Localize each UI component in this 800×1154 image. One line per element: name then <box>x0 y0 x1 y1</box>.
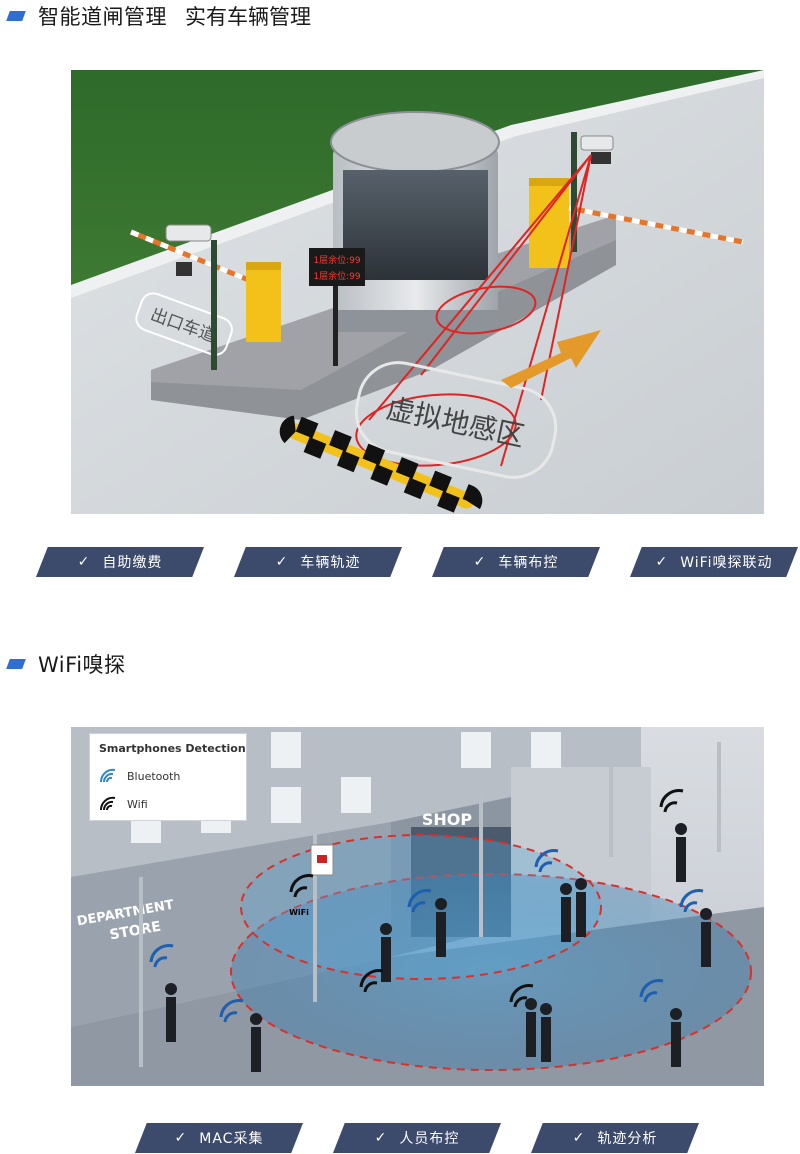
title-marker-icon <box>6 659 26 669</box>
led-line-1: 1层余位:99 <box>313 254 360 266</box>
road-edge <box>71 70 764 298</box>
tag-person-control[interactable]: ✓ 人员布控 <box>333 1123 501 1153</box>
tag-wifi-linkage[interactable]: ✓ WiFi嗅探联动 <box>630 547 798 577</box>
pedestrians <box>165 823 712 1072</box>
check-icon: ✓ <box>174 1130 188 1146</box>
tag-self-payment[interactable]: ✓ 自助缴费 <box>36 547 204 577</box>
shop-sign-text: SHOP <box>422 810 473 829</box>
right-camera-pole <box>571 132 614 252</box>
check-icon: ✓ <box>77 554 91 570</box>
wifi-sniffing-illustration: SHOP DEPARTMENT STORE WiFi <box>71 727 764 1086</box>
wifi-feature-tags: ✓ MAC采集 ✓ 人员布控 ✓ 轨迹分析 <box>0 1123 800 1153</box>
left-camera-pole <box>165 224 217 370</box>
section-title-wifi: WiFi嗅探 <box>0 648 126 680</box>
tag-label: WiFi嗅探联动 <box>680 555 773 571</box>
section-title-text: 智能道闸管理 <box>38 5 167 29</box>
tag-track-analysis[interactable]: ✓ 轨迹分析 <box>531 1123 699 1153</box>
parking-gate-svg: 出口车道 1层余位:99 1层余位:99 <box>71 70 764 514</box>
tag-label: 人员布控 <box>399 1131 460 1147</box>
tag-label: 自助缴费 <box>102 555 163 571</box>
check-icon: ✓ <box>473 554 487 570</box>
left-barrier-gate <box>130 229 281 342</box>
toll-booth <box>330 111 500 332</box>
outer-detection-zone <box>230 873 752 1071</box>
black-signal-icons <box>289 789 684 1008</box>
wifi-sensor-device: WiFi <box>289 844 334 917</box>
detection-cone <box>355 154 592 467</box>
led-display: 1层余位:99 1层余位:99 <box>309 248 365 366</box>
check-icon: ✓ <box>655 554 669 570</box>
led-line-2: 1层余位:99 <box>313 270 360 282</box>
inner-detection-zone <box>240 834 602 980</box>
tag-label: 轨迹分析 <box>597 1131 658 1147</box>
parking-gate-illustration: 出口车道 1层余位:99 1层余位:99 <box>71 70 764 514</box>
wifi-signal-icon <box>99 796 116 811</box>
parking-feature-tags: ✓ 自助缴费 ✓ 车辆轨迹 ✓ 车辆布控 ✓ WiFi嗅探联动 <box>0 547 800 577</box>
check-icon: ✓ <box>374 1130 388 1146</box>
legend-wifi-row: Wifi <box>99 796 148 812</box>
wifi-signal-icons <box>149 849 704 1023</box>
section-title-parking: 智能道闸管理 实有车辆管理 <box>0 0 311 32</box>
tag-label: 车辆布控 <box>498 555 559 571</box>
bluetooth-signal-icon <box>99 768 116 783</box>
legend-bluetooth-label: Bluetooth <box>127 769 181 783</box>
legend-title: Smartphones Detection <box>99 742 246 755</box>
tag-mac-collection[interactable]: ✓ MAC采集 <box>135 1123 303 1153</box>
title-marker-icon <box>6 11 26 21</box>
legend-bluetooth-row: Bluetooth <box>99 768 180 784</box>
section-subtitle-text: 实有车辆管理 <box>185 5 311 29</box>
tag-label: MAC采集 <box>199 1131 264 1147</box>
speed-bump <box>279 415 483 514</box>
check-icon: ✓ <box>275 554 289 570</box>
section-title-text: WiFi嗅探 <box>38 653 126 677</box>
smartphone-detection-legend: Smartphones Detection Bluetooth Wifi <box>89 733 247 821</box>
direction-arrow <box>501 330 601 388</box>
wifi-badge-text: WiFi <box>289 908 309 917</box>
tag-vehicle-control[interactable]: ✓ 车辆布控 <box>432 547 600 577</box>
tag-vehicle-track[interactable]: ✓ 车辆轨迹 <box>234 547 402 577</box>
check-icon: ✓ <box>572 1130 586 1146</box>
tag-label: 车辆轨迹 <box>300 555 361 571</box>
legend-wifi-label: Wifi <box>127 797 148 811</box>
